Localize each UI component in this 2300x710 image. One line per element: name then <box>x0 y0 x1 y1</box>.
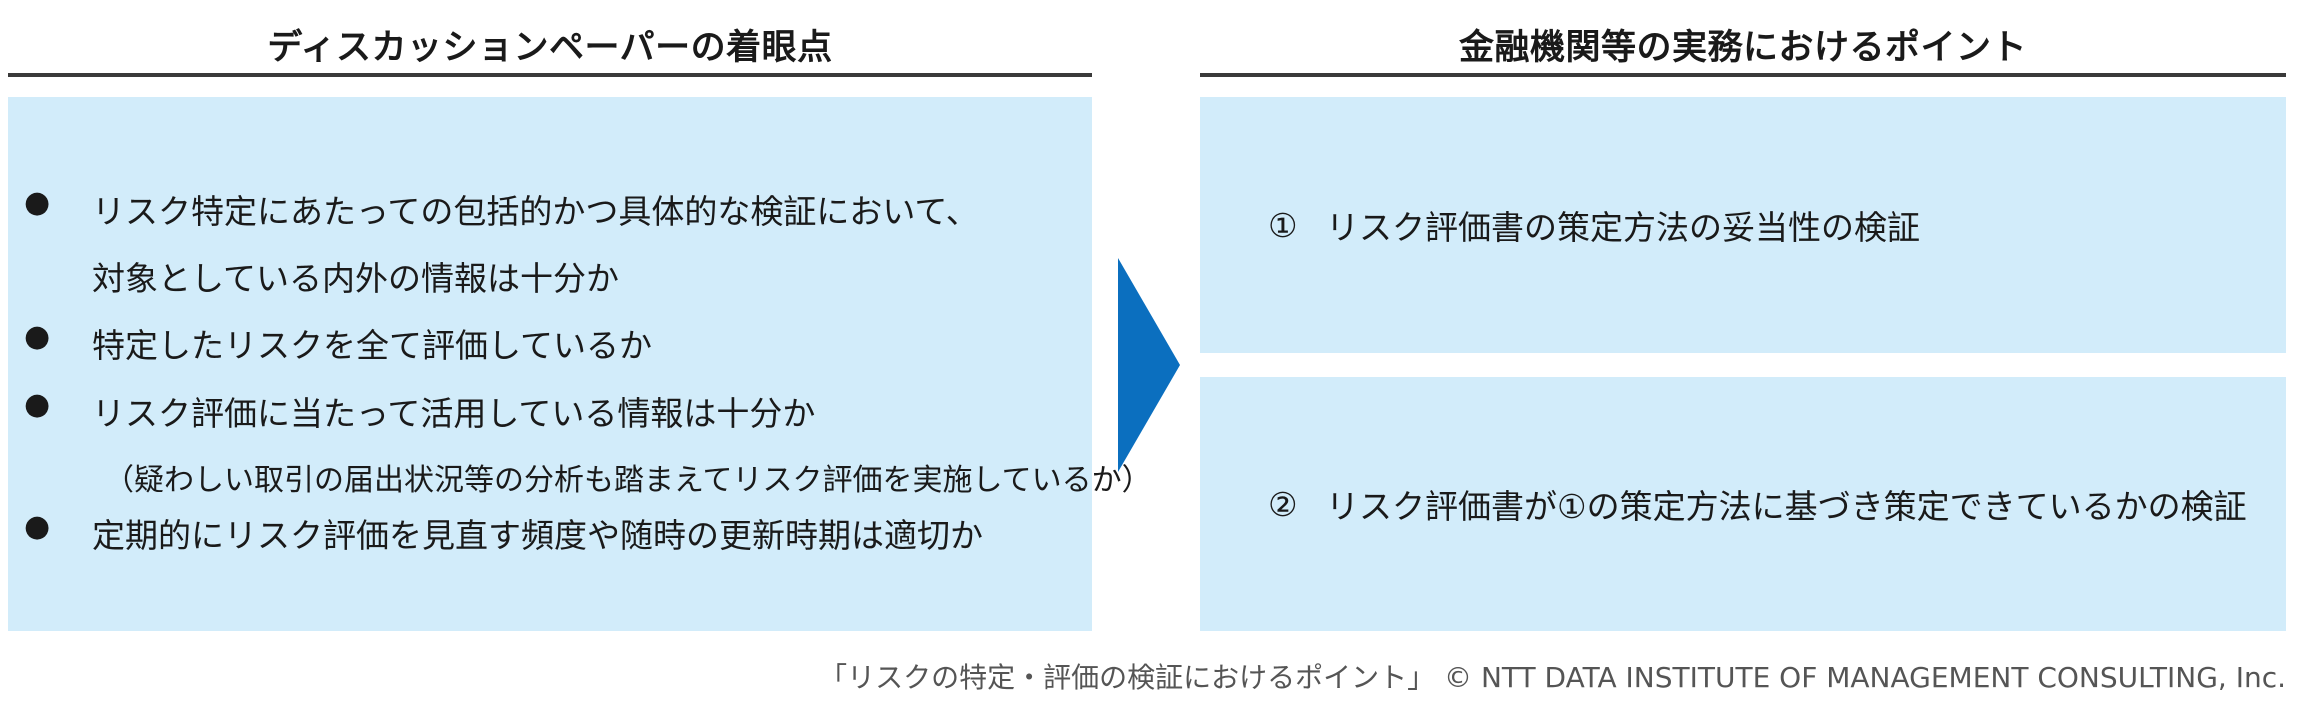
bullet-item-4-line-1: 定期的にリスク評価を見直す頻度や随時の更新時期は適切か <box>92 516 983 555</box>
arrow-shape <box>1118 258 1180 472</box>
practice-points-title: 金融機関等の実務におけるポイント <box>1458 27 2027 68</box>
bullet-dot: ● <box>24 509 51 544</box>
bullet-item-3-line-1: リスク評価に当たって活用している情報は十分か <box>92 394 816 433</box>
bullet-item-2-line-1: 特定したリスクを全て評価しているか <box>92 326 653 365</box>
right-arrow-icon <box>1118 258 1180 472</box>
practice-point-1: ① リスク評価書の策定方法の妥当性の検証 <box>1268 201 1920 249</box>
practice-point-2-box: ② リスク評価書が①の策定方法に基づき策定できているかの検証 <box>1200 377 2286 631</box>
discussion-paper-title: ディスカッションペーパーの着眼点 <box>267 27 833 68</box>
practice-points-heading: 金融機関等の実務におけるポイント <box>1200 14 2286 74</box>
bullet-dot: ● <box>24 185 51 220</box>
point-2-number: ② <box>1268 484 1298 524</box>
practice-point-2: ② リスク評価書が①の策定方法に基づき策定できているかの検証 <box>1268 480 2247 528</box>
bullet-item-3-note-text: （疑わしい取引の届出状況等の分析も踏まえてリスク評価を実施しているか） <box>104 463 1152 498</box>
right-heading-rule <box>1200 73 2286 77</box>
copyright-footer: 「リスクの特定・評価の検証におけるポイント」 © NTT DATA INSTIT… <box>819 661 2286 694</box>
point-1-number: ① <box>1268 205 1298 245</box>
bullet-item-1-line-1: リスク特定にあたっての包括的かつ具体的な検証において、 <box>92 192 979 231</box>
bullet-dot: ● <box>24 387 51 422</box>
viewpoints-panel: ● リスク特定にあたっての包括的かつ具体的な検証において、 対象としている内外の… <box>8 97 1152 631</box>
point-2-text: リスク評価書が①の策定方法に基づき策定できているかの検証 <box>1326 487 2247 526</box>
discussion-paper-heading: ディスカッションペーパーの着眼点 <box>8 14 1092 74</box>
left-heading-rule <box>8 73 1092 77</box>
bullet-item-1-line-2: 対象としている内外の情報は十分か <box>92 259 620 298</box>
point-1-text: リスク評価書の策定方法の妥当性の検証 <box>1326 208 1920 247</box>
practice-point-1-box: ① リスク評価書の策定方法の妥当性の検証 <box>1200 97 2286 353</box>
bullet-dot: ● <box>24 319 51 354</box>
